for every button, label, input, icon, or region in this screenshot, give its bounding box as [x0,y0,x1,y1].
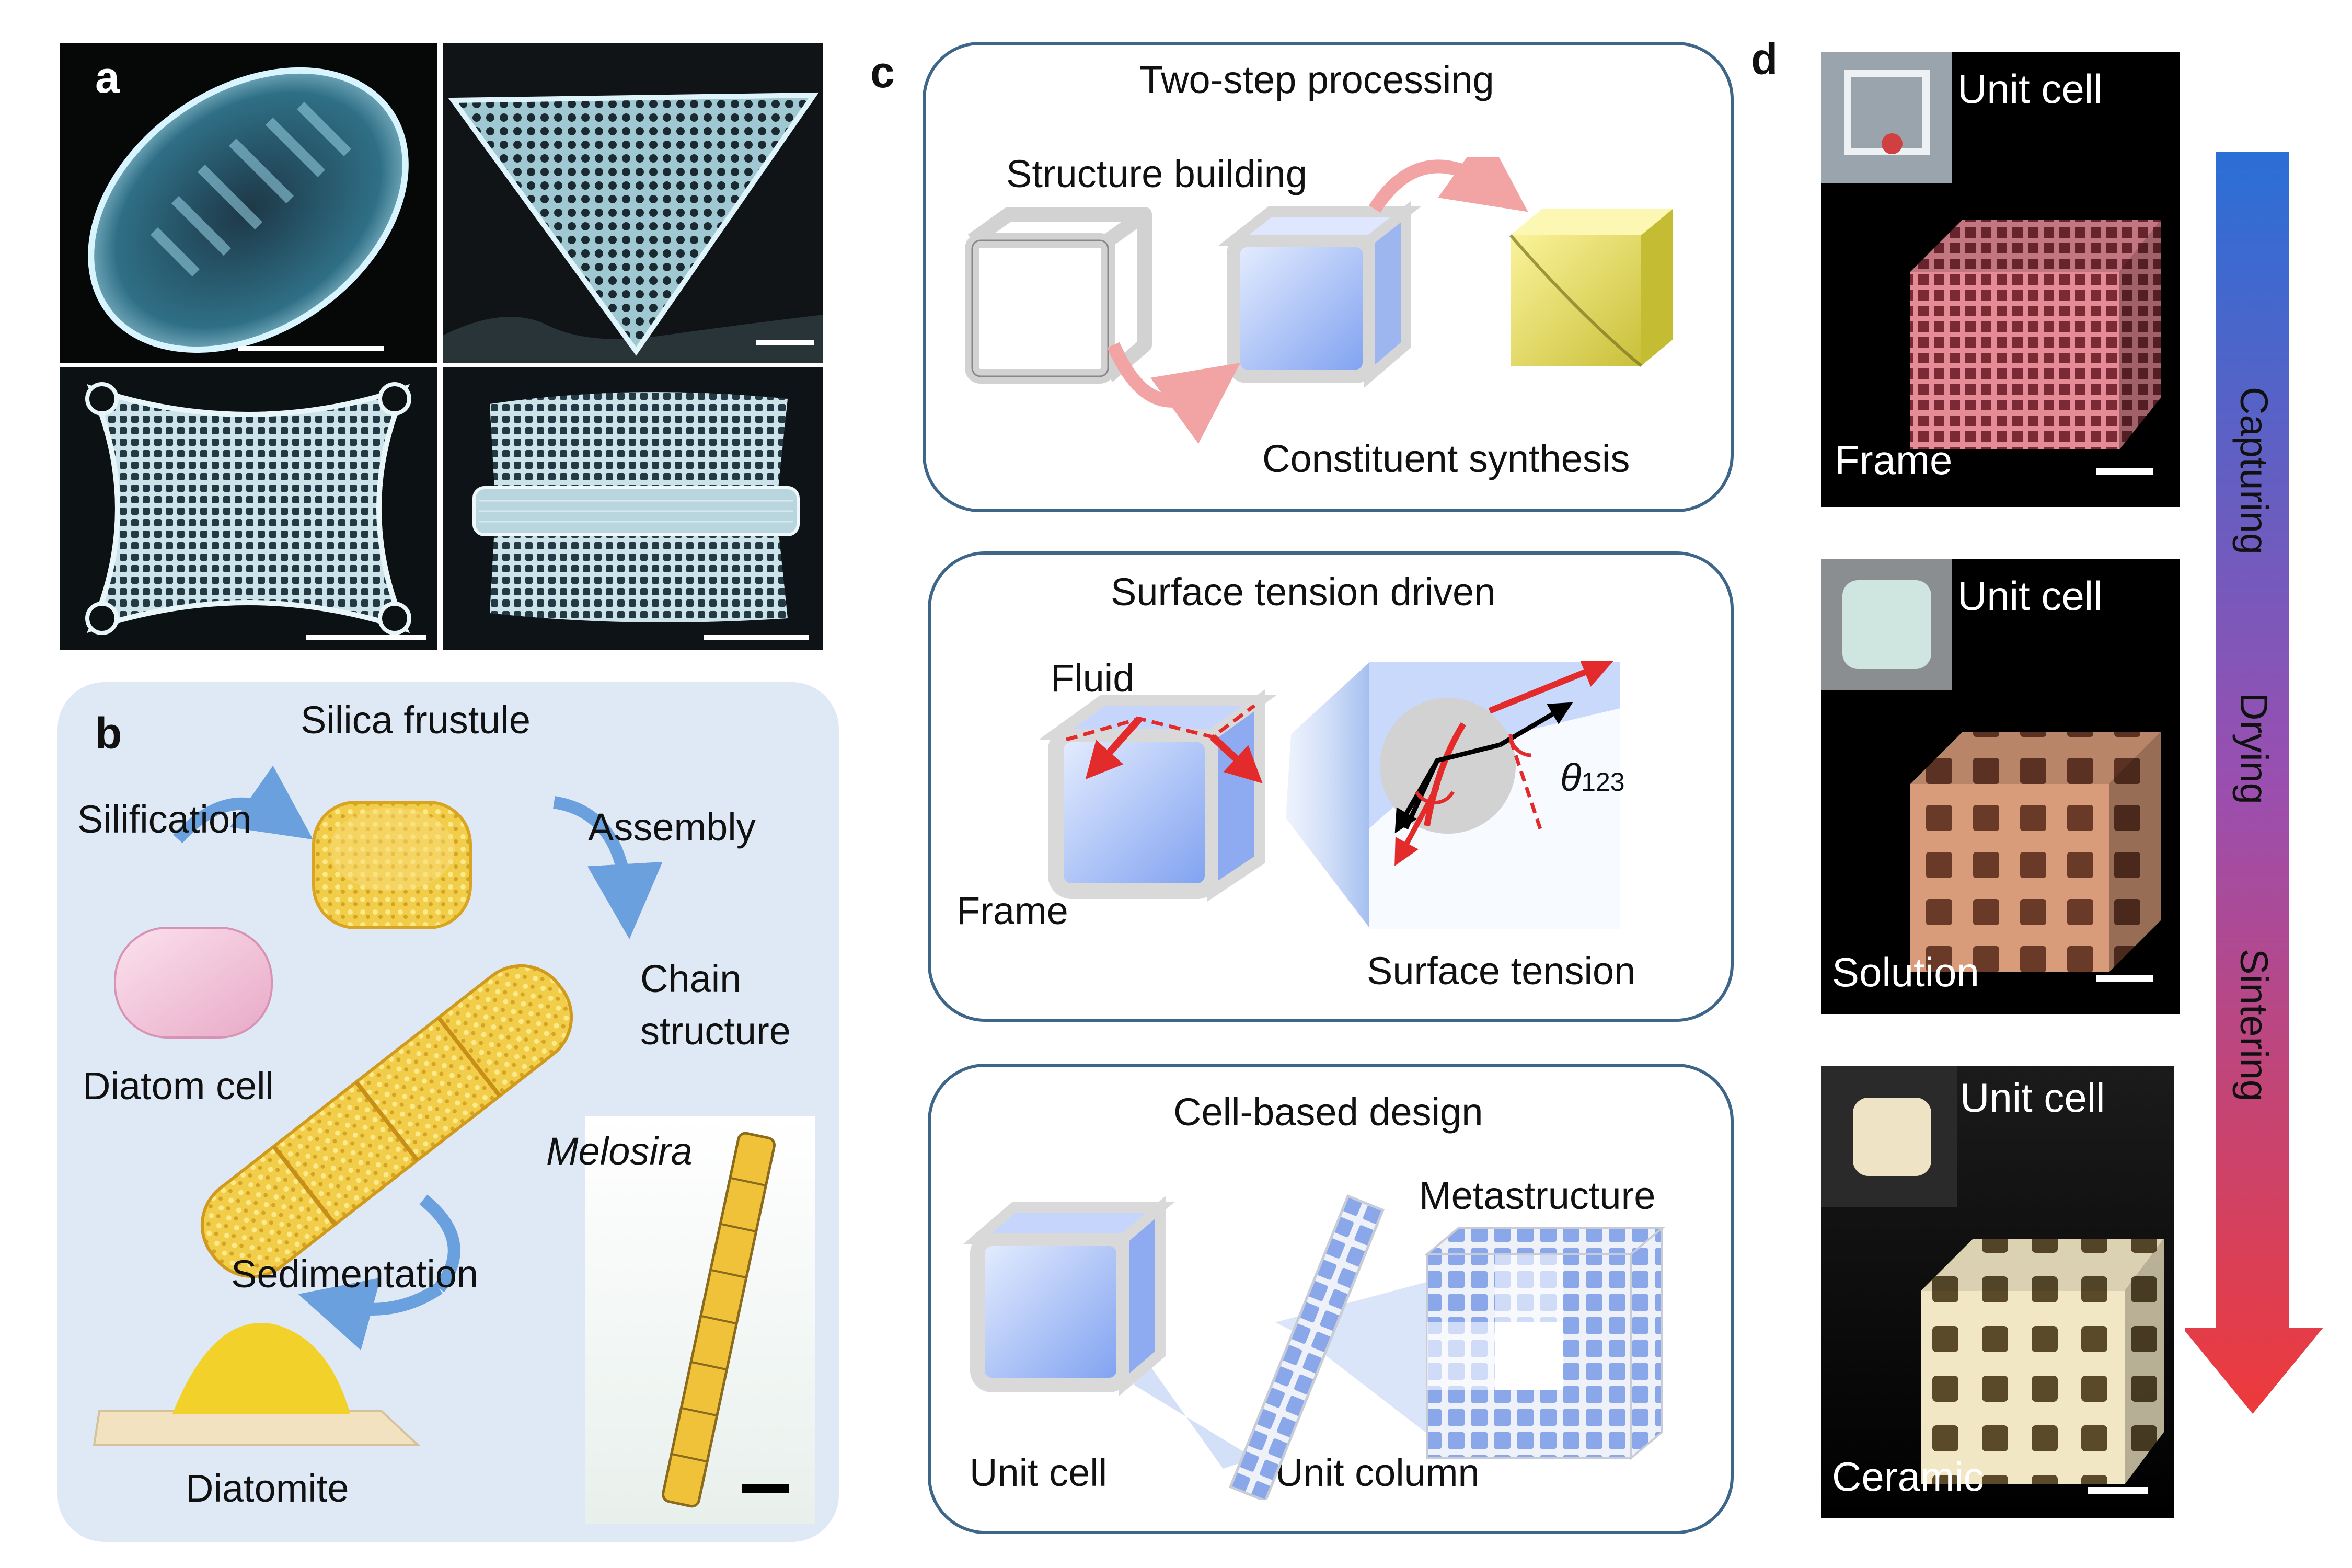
process-arrow [2185,152,2323,1414]
box1-title: Two-step processing [1139,58,1494,101]
label-diatom-cell: Diatom cell [83,1064,274,1108]
photo-frame-inset-label: Unit cell [1957,66,2103,112]
label-silification: Silification [77,798,252,841]
box2-illustration [1040,661,1620,929]
theta-subscript: 123 [1581,767,1625,797]
label-chain: Chain [640,957,742,1000]
label-unit-cell-c: Unit cell [970,1451,1108,1494]
arrow-step-drying: Drying [2232,693,2276,804]
panel-c-letter: c [870,48,895,97]
photo-ceramic-inset-label: Unit cell [1960,1075,2105,1121]
sem-triangle-diatom [443,43,823,363]
panel-b-letter: b [95,709,122,758]
photo-ceramic [1821,1066,2174,1518]
panel-a-letter: a [95,53,120,102]
label-structure-building: Structure building [1006,152,1307,195]
label-frame: Frame [956,889,1068,932]
label-sedimentation: Sedimentation [231,1252,479,1296]
arrow-step-capturing: Capturing [2232,387,2276,555]
photo-solution [1821,559,2180,1014]
label-structure: structure [640,1009,791,1053]
label-constituent-synthesis: Constituent synthesis [1262,437,1630,480]
photo-solution-inset-label: Unit cell [1957,573,2103,619]
label-diatomite: Diatomite [186,1467,349,1510]
label-assembly: Assembly [588,805,756,849]
photo-solution-label: Solution [1832,949,1979,995]
label-metastructure: Metastructure [1419,1174,1656,1217]
sem-oval-diatom [60,43,437,363]
panel-d-letter: d [1751,34,1778,84]
theta-symbol: θ [1560,756,1582,799]
photo-frame [1821,52,2180,507]
box3-illustration [963,1194,1665,1500]
panel-b-illustration [93,765,815,1524]
box3-title: Cell-based design [1173,1090,1483,1134]
arrow-step-sintering: Sintering [2232,949,2276,1102]
label-silica-frustule: Silica frustule [301,698,531,742]
box2-title: Surface tension driven [1111,570,1496,614]
sem-cylinder-diatom [443,367,823,650]
label-theta: θ123 [1560,755,1625,800]
photo-frame-label: Frame [1835,437,1953,483]
box1-illustration [965,157,1673,444]
label-melosira: Melosira [546,1129,693,1173]
label-surface-tension: Surface tension [1367,949,1636,993]
sem-cross-diatom [60,367,437,650]
photo-ceramic-label: Ceramic [1832,1454,1984,1500]
label-fluid: Fluid [1051,656,1135,700]
